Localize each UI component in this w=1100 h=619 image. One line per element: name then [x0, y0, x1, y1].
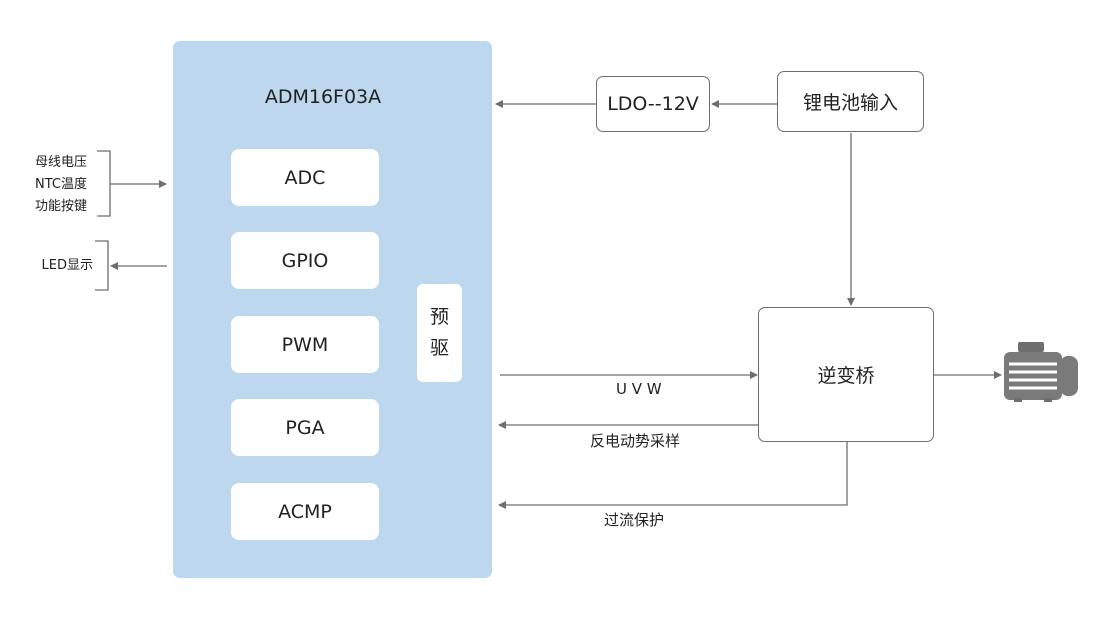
input-bus-voltage: 母线电压: [34, 155, 87, 170]
predriver-char-2: 驱: [429, 337, 449, 359]
module-gpio: GPIO: [231, 232, 379, 289]
input-signals: 母线电压 NTC温度 功能按键: [20, 152, 87, 218]
overcurrent-label: 过流保护: [604, 511, 665, 529]
motor-icon: [1004, 342, 1078, 402]
module-pwm: PWM: [231, 316, 379, 373]
chip-title: ADM16F03A: [264, 86, 382, 108]
uvw-label: U V W: [616, 380, 662, 398]
ldo-block: LDO--12V: [596, 76, 710, 132]
output-bracket: [95, 240, 109, 291]
back-emf-label: 反电动势采样: [590, 432, 681, 450]
output-signals: LED显示: [20, 255, 93, 277]
module-pga: PGA: [231, 399, 379, 456]
module-adc: ADC: [231, 149, 379, 206]
input-function-keys: 功能按键: [34, 199, 87, 214]
input-ntc-temp: NTC温度: [35, 177, 87, 192]
input-bracket: [97, 150, 111, 217]
predriver-block: 预 驱: [417, 284, 462, 382]
inverter-bridge-block: 逆变桥: [758, 307, 934, 442]
module-acmp: ACMP: [231, 483, 379, 540]
predriver-char-1: 预: [429, 306, 449, 328]
overcurrent-arrow: [498, 442, 848, 509]
output-led-display: LED显示: [41, 258, 93, 273]
battery-input-block: 锂电池输入: [777, 71, 924, 132]
